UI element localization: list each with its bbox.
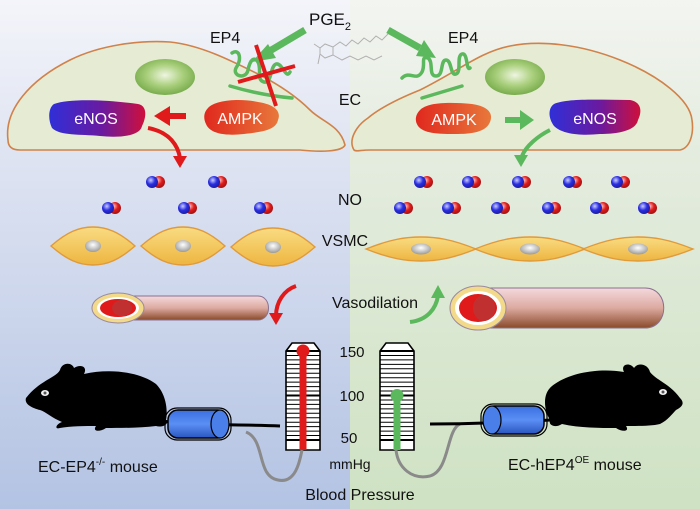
right-blood-pressure-gauge [379,342,415,451]
right-cuff-cable [394,422,461,479]
right-enos-to-no-arrow [520,128,551,157]
right-nucleus [485,59,545,95]
vasodilation-label: Vasodilation [332,295,418,312]
gauge-unit-label: mmHg [329,456,370,472]
no-molecule-icon [590,202,609,214]
no-molecule-icon [512,176,531,188]
pge2-to-right-ep4-arrow [386,26,422,52]
right-ampk-label: AMPK [431,112,477,129]
no-label: NO [338,192,362,209]
gauge-tick-150: 150 [339,344,364,361]
no-molecule-icon [178,202,197,214]
no-molecule-icon [208,176,227,188]
no-molecule-icon [394,202,413,214]
left-ampk-label: AMPK [217,111,263,128]
left-vessel-constricted [91,292,269,324]
gauge-mercury-column [299,351,307,450]
pge2-molecule-icon [313,33,389,65]
vsmc-cell-contracted [229,227,317,267]
left-mouse-label: EC-EP4-/- mouse [38,457,158,476]
right-enos-shape [549,99,641,135]
pge2-to-right-ep4-arrowhead [416,40,436,58]
gauge-level-marker [296,344,310,358]
left-ep4-label: EP4 [210,30,240,47]
pge2-label: PGE2 [309,10,351,33]
no-molecules [102,176,657,214]
right-ampk-to-enos-arrow [505,117,523,123]
no-molecule-icon [414,176,433,188]
vasodilation-increase-arrow [409,295,440,324]
no-molecule-icon [146,176,165,188]
blood-pressure-title: Blood Pressure [305,487,414,504]
vasodilation-decrease-arrowhead [269,313,283,325]
left-ep4-receptor-icon [228,50,294,100]
left-enos-to-no-arrow [147,126,182,159]
vsmc-cell-contracted [139,226,227,266]
left-enos-shape [49,100,146,137]
vasodilation-increase-arrowhead [431,285,445,298]
no-molecule-icon [542,202,561,214]
gauge-level-marker [390,389,404,402]
no-molecule-icon [491,202,510,214]
vsmc-cell-contracted [49,226,137,266]
right-ep4-label: EP4 [448,30,478,47]
right-ampk-to-enos-arrowhead [520,110,534,130]
ec-label: EC [339,92,361,109]
right-ep4-receptor-icon [400,52,472,100]
right-enos-to-no-arrowhead [514,155,528,167]
no-molecule-icon [563,176,582,188]
pge2-to-left-ep4-arrow [266,26,307,56]
right-vessel-dilated [449,285,665,331]
left-ampk-shape [204,100,279,135]
left-enos-label: eNOS [74,111,118,128]
no-molecule-icon [102,202,121,214]
gauge-tick-100: 100 [339,388,364,405]
vasodilation-decrease-arrow [274,284,297,317]
left-nucleus [135,59,195,95]
ep4-knockout-cross-icon [237,44,296,107]
left-ampk-to-enos-arrow [168,113,186,119]
vsmc-cells [49,226,695,267]
left-ampk-to-enos-arrowhead [154,106,170,126]
right-ampk-shape [415,102,492,134]
no-molecule-icon [638,202,657,214]
left-tail-cuff-icon [164,407,232,441]
gauge-mercury-column [393,395,401,450]
right-mouse-label: EC-hEP4OE mouse [508,455,642,474]
left-cuff-cable [245,430,304,482]
left-blood-pressure-gauge [285,342,321,451]
no-molecule-icon [254,202,273,214]
no-molecule-icon [442,202,461,214]
right-tail-cuff-icon [480,403,548,437]
left-enos-to-no-arrowhead [173,156,187,168]
gauge-tick-50: 50 [341,430,358,447]
no-molecule-icon [462,176,481,188]
no-molecule-icon [611,176,630,188]
vsmc-cell-relaxed [581,236,695,262]
vsmc-label: VSMC [322,233,368,250]
right-enos-label: eNOS [573,111,617,128]
